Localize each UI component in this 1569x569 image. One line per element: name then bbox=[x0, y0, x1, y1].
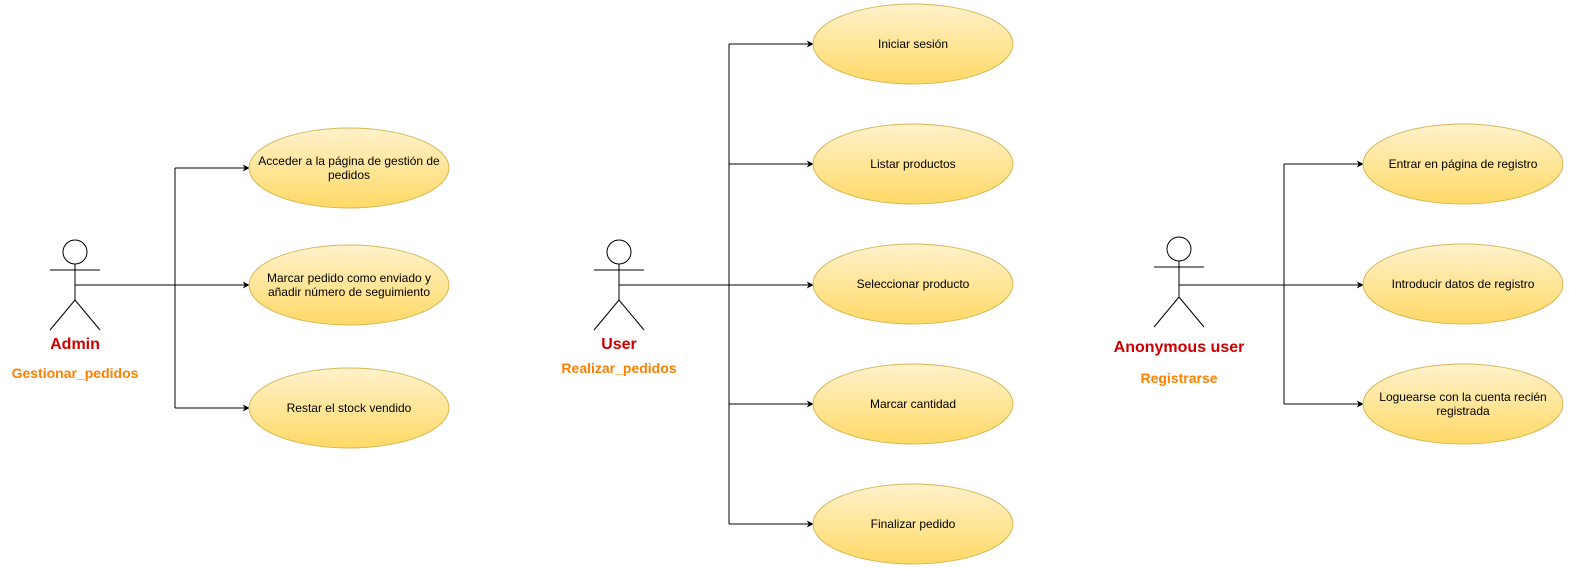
actor-label: Anonymous user bbox=[1114, 339, 1245, 356]
use-case-ellipse[interactable] bbox=[1362, 123, 1564, 205]
connectors-admin bbox=[75, 164, 250, 412]
use-case-label: Acceder a la página de gestión de bbox=[258, 154, 440, 168]
use-case-label: añadir número de seguimiento bbox=[268, 285, 430, 299]
use-case-ellipse[interactable] bbox=[812, 483, 1014, 565]
use-case-label: Marcar cantidad bbox=[870, 397, 956, 411]
connectors-layer bbox=[75, 40, 1364, 528]
use-case-label: registrada bbox=[1436, 404, 1490, 418]
actor-head bbox=[62, 239, 88, 265]
use-case-label: pedidos bbox=[328, 168, 370, 182]
use-case[interactable]: Iniciar sesión bbox=[812, 3, 1014, 85]
actor-right-leg bbox=[618, 299, 645, 331]
stick-figure-icon bbox=[1153, 236, 1205, 328]
actor-right-leg bbox=[1178, 296, 1205, 328]
stick-figure-icon bbox=[49, 239, 101, 331]
actor-left-leg bbox=[1153, 296, 1180, 328]
use-case-ellipse[interactable] bbox=[1362, 243, 1564, 325]
connectors-anonymous-user bbox=[1179, 160, 1364, 408]
use-case-ellipse[interactable] bbox=[812, 243, 1014, 325]
use-case[interactable]: Marcar cantidad bbox=[812, 363, 1014, 445]
actor-label: User bbox=[601, 336, 637, 353]
actor-label: Admin bbox=[50, 336, 100, 353]
use-case[interactable]: Introducir datos de registro bbox=[1362, 243, 1564, 325]
actor-left-leg bbox=[593, 299, 620, 331]
use-case-ellipse[interactable] bbox=[248, 244, 450, 326]
use-case-label: Marcar pedido como enviado y bbox=[267, 271, 431, 285]
use-case-label: Listar productos bbox=[870, 157, 955, 171]
use-case-label: Seleccionar producto bbox=[857, 277, 970, 291]
use-case[interactable]: Finalizar pedido bbox=[812, 483, 1014, 565]
use-case-label: Finalizar pedido bbox=[871, 517, 956, 531]
actor-head bbox=[606, 239, 632, 265]
stick-figure-icon bbox=[593, 239, 645, 331]
use-case-label: Iniciar sesión bbox=[878, 37, 948, 51]
use-case-ellipse[interactable] bbox=[248, 127, 450, 209]
use-case-ellipse[interactable] bbox=[812, 363, 1014, 445]
use-case-group-label: Gestionar_pedidos bbox=[12, 365, 139, 381]
use-case-ellipse[interactable] bbox=[812, 123, 1014, 205]
use-case[interactable]: Seleccionar producto bbox=[812, 243, 1014, 325]
use-case[interactable]: Restar el stock vendido bbox=[248, 367, 450, 449]
actor-admin: Admin bbox=[49, 239, 101, 353]
use-case-label: Entrar en página de registro bbox=[1389, 157, 1538, 171]
use-case[interactable]: Entrar en página de registro bbox=[1362, 123, 1564, 205]
actor-user: User bbox=[593, 239, 645, 353]
use-case-label: Restar el stock vendido bbox=[287, 401, 412, 415]
actor-right-leg bbox=[74, 299, 101, 331]
use-case-group-label: Realizar_pedidos bbox=[561, 360, 676, 376]
actor-left-leg bbox=[49, 299, 76, 331]
use-case-ellipse[interactable] bbox=[248, 367, 450, 449]
use-case[interactable]: Listar productos bbox=[812, 123, 1014, 205]
use-case-label: Introducir datos de registro bbox=[1392, 277, 1535, 291]
actor-head bbox=[1166, 236, 1192, 262]
use-case-ellipse[interactable] bbox=[812, 3, 1014, 85]
use-case-ellipse[interactable] bbox=[1362, 363, 1564, 445]
use-case-group-label: Registrarse bbox=[1140, 370, 1217, 386]
actor-anonymous-user: Anonymous user bbox=[1114, 236, 1245, 356]
use-case-label: Loguearse con la cuenta recién bbox=[1379, 390, 1546, 404]
connectors-user bbox=[619, 40, 814, 528]
